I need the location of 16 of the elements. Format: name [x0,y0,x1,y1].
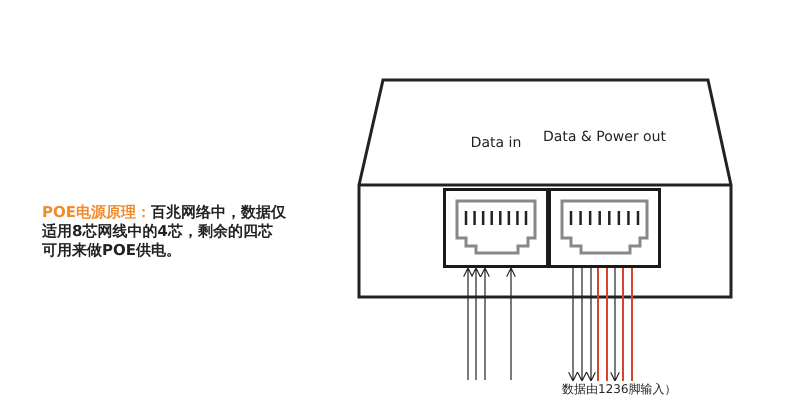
device-housing [357,78,733,299]
wire [606,268,608,381]
wire [622,268,624,381]
wire [597,268,599,381]
wire-note: 数据由1236脚输入） [562,381,677,397]
arrow [586,268,596,382]
arrow [568,268,578,382]
arrow [470,267,482,380]
note-paragraph: POE电源原理：百兆网络中，数据仅适用8芯网线中的4芯，剩余的四芯可用来做POE供电。 [42,203,287,260]
arrow [480,267,490,380]
arrow [610,268,620,382]
arrow [462,267,474,380]
arrow [576,268,588,382]
port-label: Data & Power out [542,128,667,147]
wire [631,268,633,381]
arrow [506,267,516,380]
